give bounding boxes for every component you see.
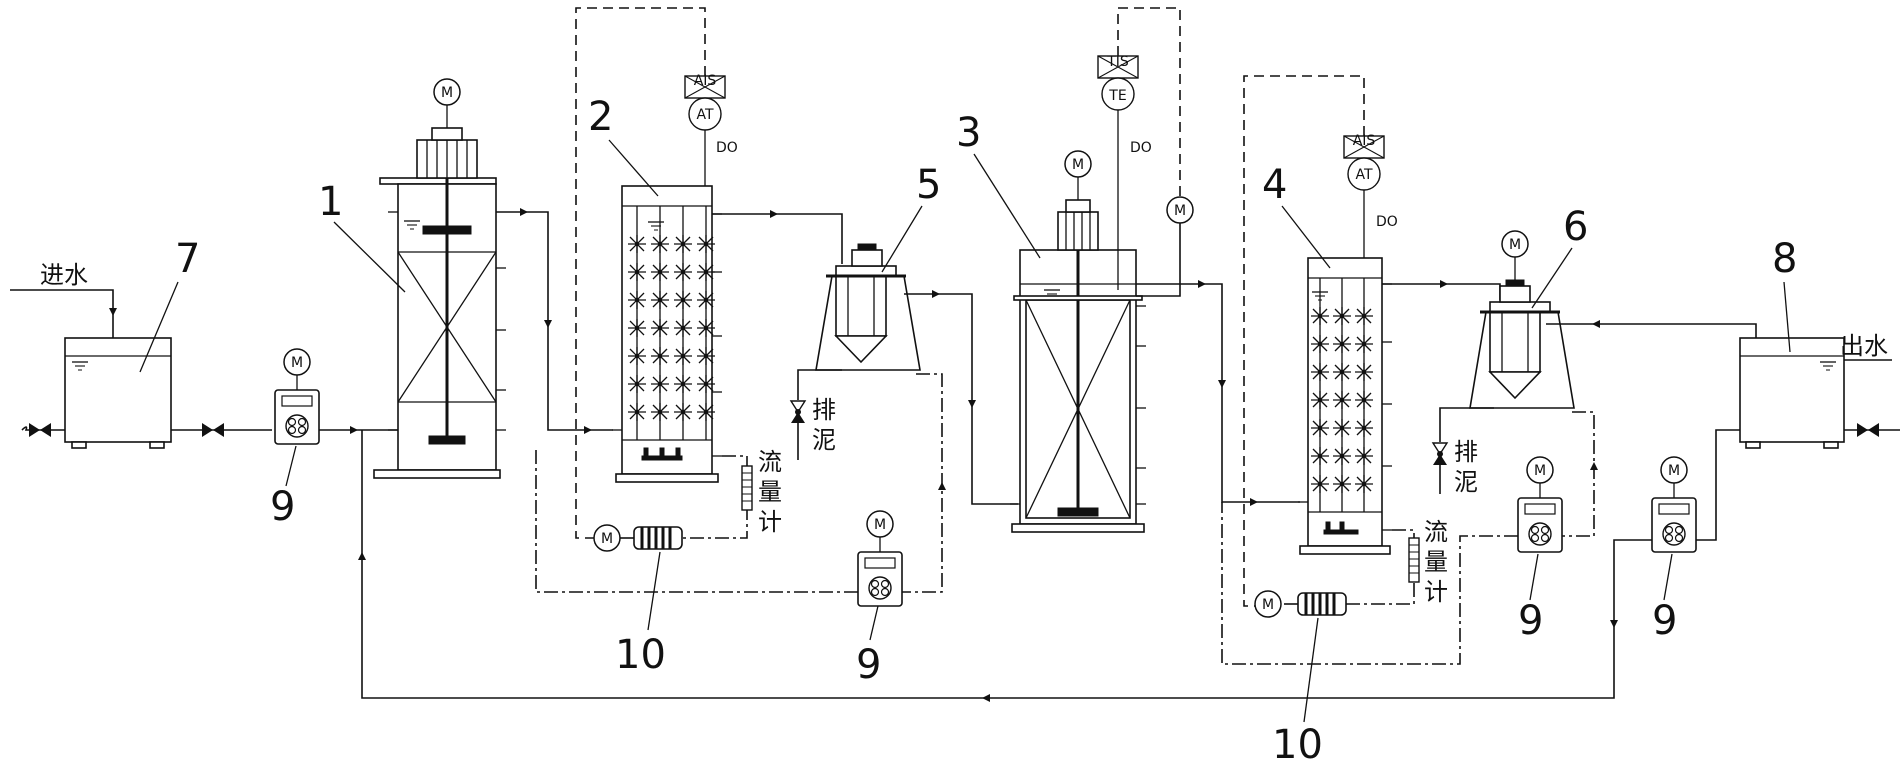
number-6: 6 [1563, 204, 1588, 250]
return-pump-9-b: M [857, 510, 903, 607]
number-1: 1 [318, 179, 343, 225]
svg-text:量: 量 [1424, 548, 1448, 576]
sludge-valve-5 [790, 400, 806, 424]
number-9-d: 9 [1652, 598, 1677, 644]
svg-text:M: M [1668, 463, 1680, 479]
number-10-a: 10 [615, 632, 666, 678]
vacuum-pump-b: M [1254, 590, 1282, 618]
svg-text:DO: DO [1376, 214, 1398, 230]
svg-text:M: M [1534, 463, 1546, 479]
separator-6: M [1469, 230, 1575, 409]
valve-tank7-outlet [202, 423, 224, 437]
svg-text:M: M [1262, 597, 1274, 613]
svg-text:AIS: AIS [694, 73, 717, 89]
heater-motor-3: M [1166, 196, 1194, 224]
svg-text:量: 量 [758, 478, 782, 506]
drain-valve-left [29, 423, 51, 437]
svg-text:排: 排 [812, 396, 836, 424]
inlet-tank-7 [64, 337, 172, 449]
svg-text:M: M [874, 517, 886, 533]
number-9-a: 9 [270, 484, 295, 530]
svg-text:流: 流 [1424, 518, 1448, 546]
svg-text:计: 计 [758, 508, 782, 536]
sludge-valve-6 [1432, 442, 1448, 466]
vacuum-pump-a: M [593, 524, 621, 552]
svg-text:TE: TE [1108, 88, 1126, 104]
number-7: 7 [175, 236, 200, 282]
number-4: 4 [1262, 162, 1287, 208]
svg-text:计: 计 [1424, 578, 1448, 606]
svg-text:M: M [601, 531, 613, 547]
number-10-b: 10 [1272, 722, 1323, 767]
svg-text:DO: DO [716, 140, 738, 156]
number-9-c: 9 [1518, 598, 1543, 644]
svg-text:M: M [291, 355, 303, 371]
return-pump-9-c: M [1517, 456, 1563, 553]
svg-text:AIS: AIS [1353, 133, 1376, 149]
svg-text:M: M [1072, 157, 1084, 173]
svg-text:流: 流 [758, 448, 782, 476]
temperature-sensor-3: TIS TE DO [1097, 54, 1152, 290]
svg-text:AT: AT [1355, 167, 1372, 183]
svg-text:泥: 泥 [1454, 468, 1478, 496]
reactor-2 [612, 185, 722, 483]
svg-text:M: M [1509, 237, 1521, 253]
number-3: 3 [956, 110, 981, 156]
reactor-1: M [373, 78, 506, 479]
recycle-pump-9-d: M [1651, 456, 1697, 553]
do-analyzer-4: AIS AT DO [1343, 133, 1398, 258]
flowmeter-1 [741, 465, 753, 511]
drain-valve-right [1857, 423, 1879, 437]
inlet-label: 进水 [40, 261, 88, 289]
outlet-tank-8 [1739, 337, 1845, 449]
number-5: 5 [916, 162, 941, 208]
reactor-3: M [1010, 150, 1146, 533]
svg-text:泥: 泥 [812, 426, 836, 454]
number-2: 2 [588, 94, 613, 140]
svg-text:AT: AT [696, 107, 713, 123]
svg-text:M: M [441, 85, 453, 101]
inlet-pipe [10, 289, 114, 338]
membrane-module-10-b [1296, 591, 1348, 617]
number-9-b: 9 [856, 642, 881, 688]
svg-text:排: 排 [1454, 438, 1478, 466]
svg-text:TIS: TIS [1106, 54, 1129, 70]
svg-text:DO: DO [1130, 140, 1152, 156]
outlet-label: 出水 [1840, 332, 1888, 360]
reactor-4 [1298, 257, 1392, 555]
membrane-module-10-a [632, 525, 684, 551]
flowmeter-2 [1408, 537, 1420, 583]
separator-5 [815, 243, 921, 371]
svg-text:M: M [1174, 203, 1186, 219]
do-analyzer-2: AIS AT DO [684, 73, 738, 186]
feed-pump-9: M [274, 348, 320, 445]
number-8: 8 [1772, 236, 1797, 282]
